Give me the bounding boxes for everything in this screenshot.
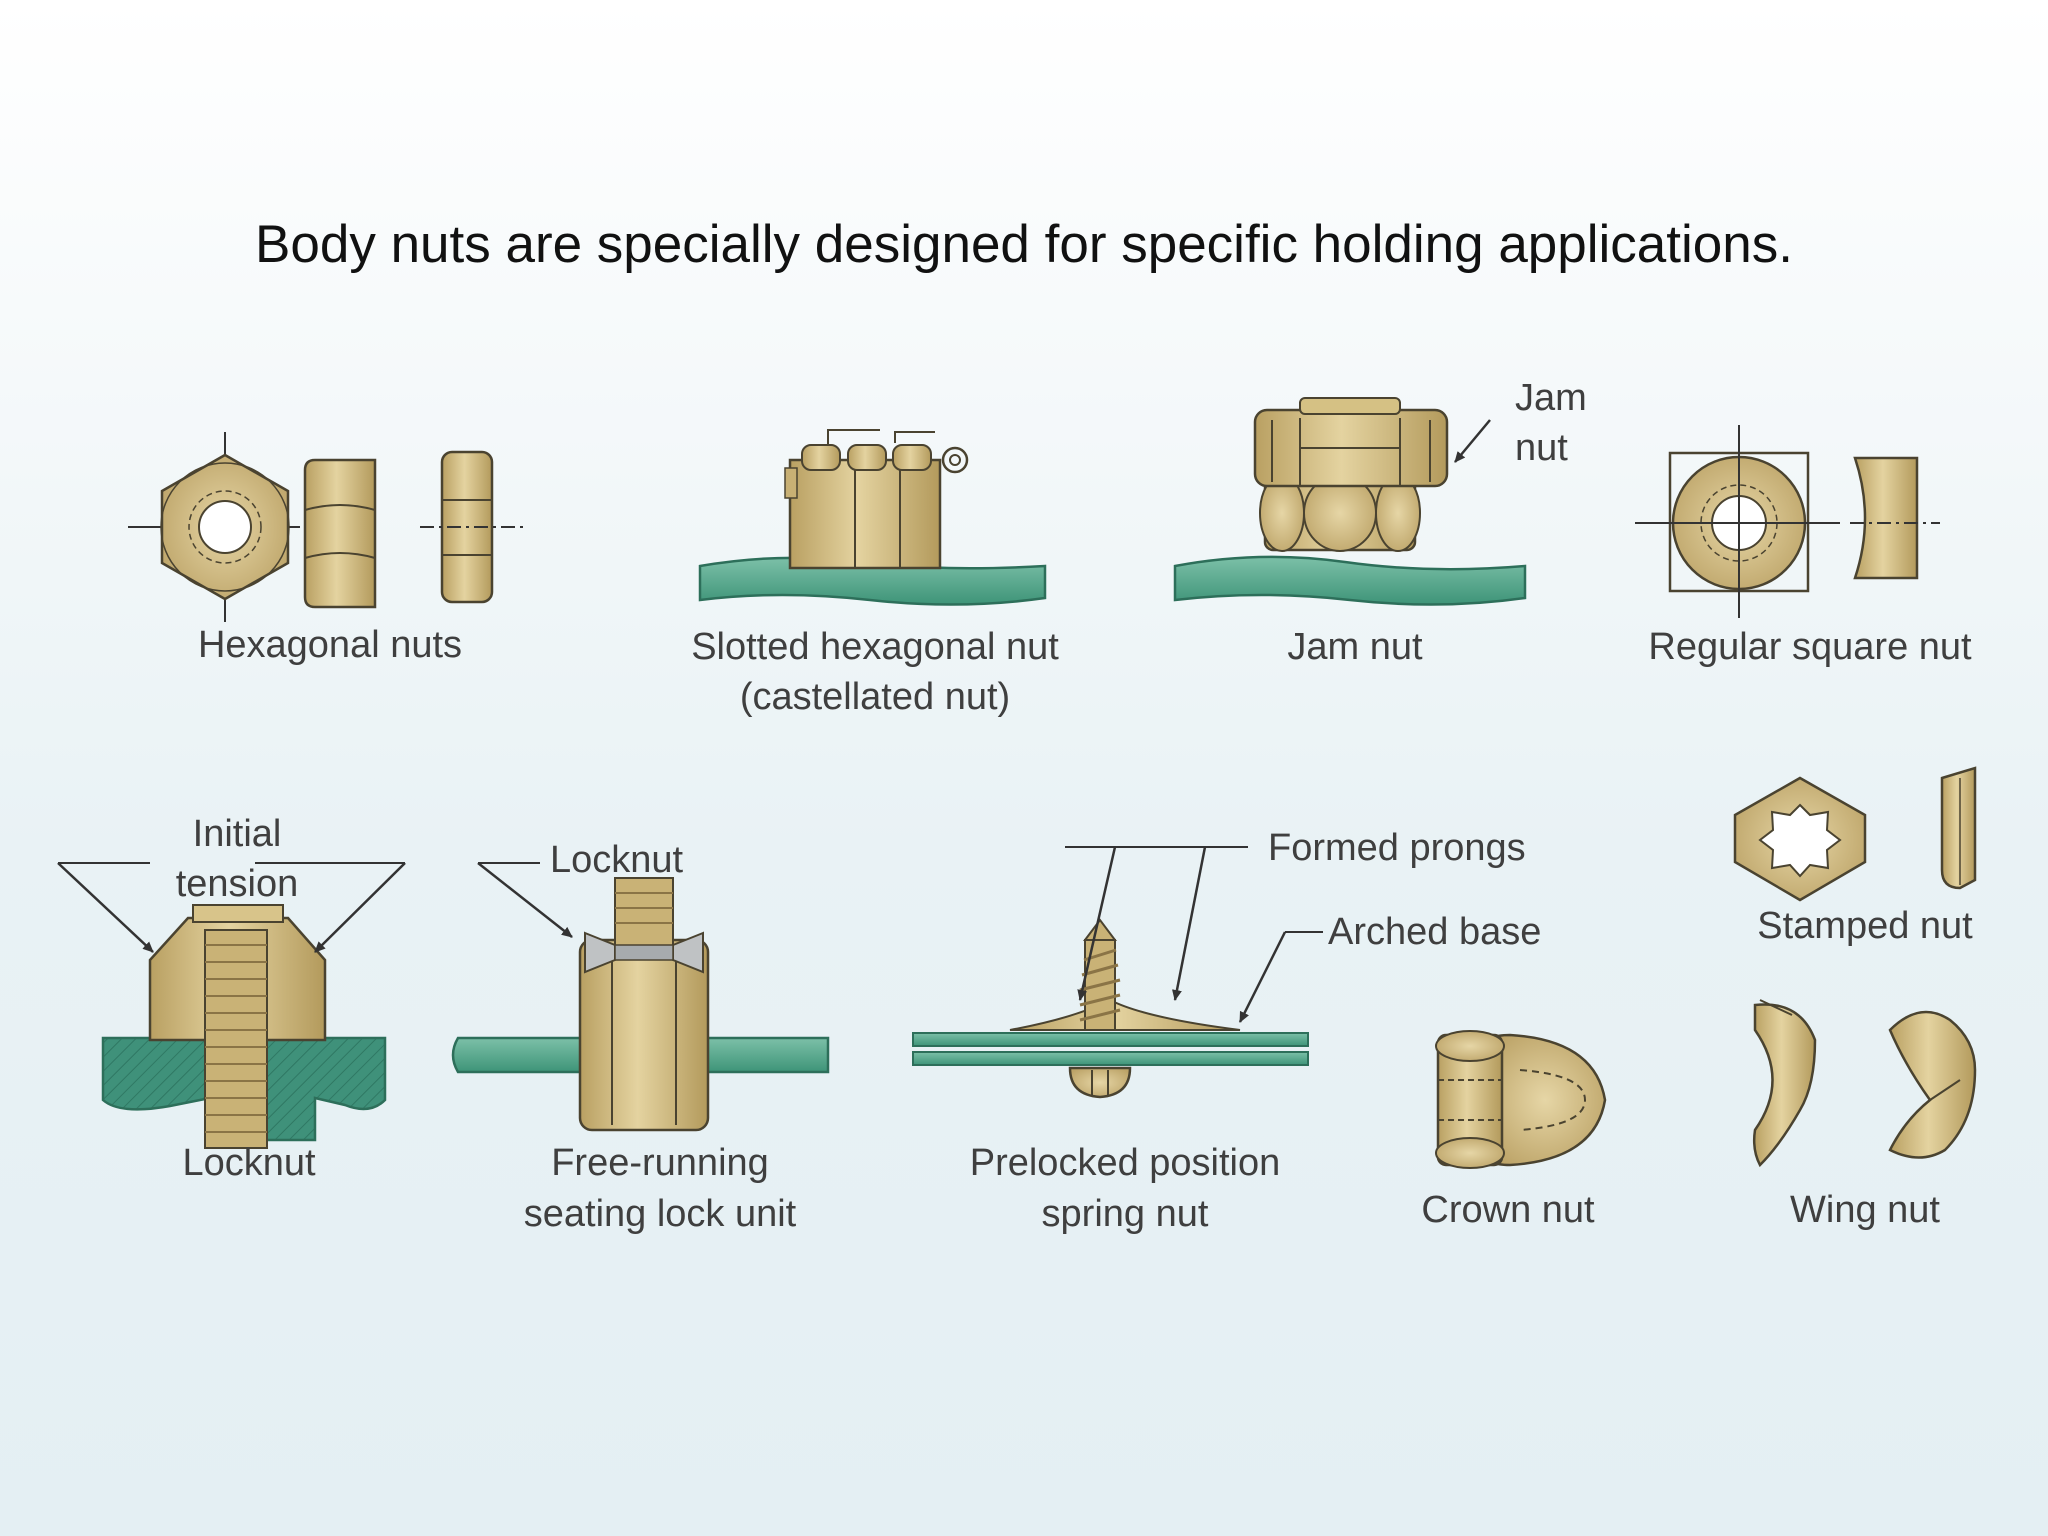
- arched-base-label: Arched base: [1328, 911, 1541, 953]
- slotted-nut-label-line1: Slotted hexagonal nut: [691, 626, 1059, 668]
- castellation: [801, 444, 841, 471]
- tension-arrow-right: [314, 862, 406, 953]
- jam-nut-faces: [1271, 418, 1431, 486]
- hex-nut-edge-faces: [442, 499, 492, 556]
- stamped-nut-label: Stamped nut: [1757, 905, 1973, 947]
- locknut-arrow: [477, 862, 573, 938]
- crown-nut-label: Crown nut: [1421, 1189, 1595, 1231]
- screw-tip: [1083, 918, 1117, 941]
- locknut-center: [614, 944, 674, 961]
- stamped-nut-figure: [1733, 766, 1977, 902]
- nut-faces: [854, 470, 901, 568]
- screw-head: [1068, 1066, 1132, 1099]
- bolt-end: [614, 877, 674, 949]
- hex-nut-side-view: [303, 458, 377, 609]
- castellation: [847, 444, 887, 471]
- jam-callout-line1: Jam: [1515, 377, 1587, 419]
- arched-base-spring: [1009, 998, 1241, 1031]
- hex-nut-faces: [304, 504, 376, 559]
- stamped-nut-hole: [1758, 803, 1842, 878]
- slotted-nut-figure: [698, 429, 1047, 606]
- jam-nut-label: Jam nut: [1287, 626, 1423, 668]
- prong-arrow-right: [1172, 846, 1207, 1001]
- castellation: [892, 444, 932, 471]
- wing-nut-label: Wing nut: [1790, 1189, 1940, 1231]
- cotter-pin: [827, 429, 935, 445]
- nut-faces: [611, 945, 677, 1125]
- initial-tension-line2: tension: [176, 863, 299, 905]
- initial-tension-line1: Initial: [193, 813, 282, 855]
- crown-thread-lines: [1438, 1079, 1502, 1121]
- wing-nut-figure: [1752, 999, 1977, 1168]
- locknut-callout: Locknut: [550, 839, 684, 881]
- slotted-nut-label-line2: (castellated nut): [740, 676, 1010, 718]
- screw-slot: [1091, 1070, 1109, 1095]
- crown-hidden-line: [1519, 1069, 1587, 1131]
- locknut-bolt: [204, 929, 268, 1149]
- formed-prongs-label: Formed prongs: [1268, 827, 1526, 869]
- wing-nut-right-view: [1888, 1010, 1977, 1159]
- wing-nut-edge: [1759, 999, 1793, 1016]
- tension-arrow-left: [57, 862, 154, 953]
- free-running-label-line1: Free-running: [551, 1142, 769, 1184]
- wing-nut-left-view: [1752, 1003, 1817, 1168]
- free-running-label-line2: seating lock unit: [524, 1193, 797, 1235]
- stamped-nut-side: [1940, 766, 1977, 890]
- prong-arrow-left: [1077, 846, 1117, 1001]
- crown-hex-face: [1435, 1030, 1505, 1062]
- hexagonal-nuts-figure: [128, 432, 525, 622]
- lower-plate: [912, 1051, 1309, 1066]
- slide-title: Body nuts are specially designed for spe…: [255, 215, 1793, 274]
- bolt-threads: [615, 892, 673, 924]
- jam-nut-arrow: [1454, 419, 1491, 463]
- free-running-nut-body: [578, 938, 710, 1132]
- cotter-pin-eye: [949, 454, 961, 466]
- hex-nut-thread-circle: [188, 490, 262, 564]
- crown-hex-face: [1435, 1137, 1505, 1169]
- crown-nut-figure: [1435, 1030, 1607, 1169]
- castellated-nut-body: [788, 458, 942, 570]
- hex-nut-hole: [198, 500, 252, 554]
- prelocked-label-line1: Prelocked position: [970, 1142, 1281, 1184]
- square-nut-label: Regular square nut: [1648, 626, 1972, 668]
- bolt-end: [784, 467, 798, 499]
- square-nut-figure: [1635, 425, 1940, 618]
- bolt-threads: [205, 944, 267, 1133]
- jam-callout-line2: nut: [1515, 427, 1568, 469]
- screw-threads: [1079, 948, 1121, 1022]
- locknut-label: Locknut: [182, 1142, 316, 1184]
- arched-base-arrow: [1238, 931, 1287, 1023]
- wing-nut-edge: [1929, 1079, 1961, 1101]
- hexagonal-nuts-label: Hexagonal nuts: [198, 624, 462, 666]
- jam-nut-chamfer: [1299, 397, 1401, 415]
- prelocked-label-line2: spring nut: [1042, 1193, 1209, 1235]
- hex-nut-chamfer-circle: [160, 462, 290, 592]
- locknut-figure: [57, 862, 406, 1149]
- jam-nut-figure: [1173, 397, 1527, 606]
- spring-nut-figure: [912, 846, 1323, 1099]
- free-running-lock-figure: [451, 862, 830, 1132]
- upper-plate: [912, 1032, 1309, 1047]
- base-plate: [1173, 555, 1527, 606]
- locknut-top: [192, 904, 284, 923]
- cotter-pin-loop: [941, 446, 969, 474]
- square-nut-side-view: [1853, 456, 1919, 580]
- crown-dome: [1483, 1033, 1607, 1167]
